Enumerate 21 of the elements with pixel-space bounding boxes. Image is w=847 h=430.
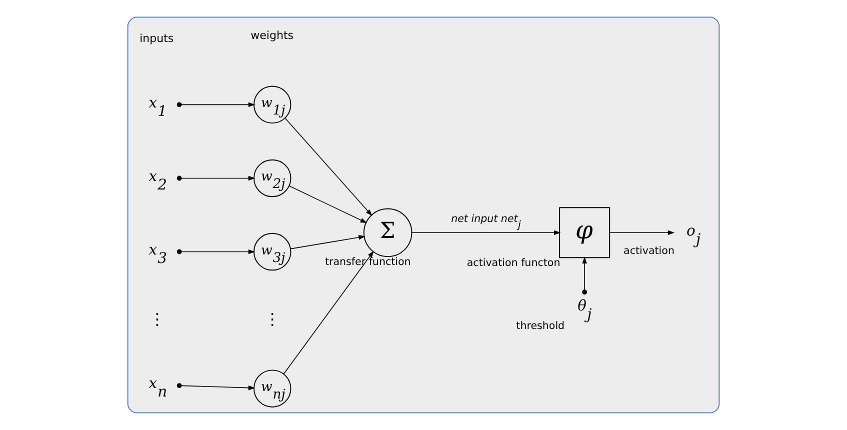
label: ⋮ xyxy=(149,309,166,328)
arrow xyxy=(412,230,561,236)
node-box: φ xyxy=(559,207,610,258)
arrow xyxy=(176,383,256,390)
node-label: activation xyxy=(624,245,674,258)
arrow xyxy=(176,176,256,181)
arrow xyxy=(288,186,368,224)
arrow xyxy=(176,249,256,254)
arrow xyxy=(582,256,588,295)
arrow xyxy=(176,102,256,108)
node-label: transfer function xyxy=(324,256,411,268)
cluster xyxy=(127,16,720,414)
label: ⋮ xyxy=(264,309,280,328)
arrow xyxy=(609,230,675,236)
node-label: activation functon xyxy=(466,256,560,269)
label: inputs xyxy=(140,32,174,45)
node-label: threshold xyxy=(516,320,565,332)
arrow xyxy=(283,250,374,374)
arrow xyxy=(284,118,372,216)
arrow xyxy=(290,235,366,250)
label: weights xyxy=(250,28,294,42)
